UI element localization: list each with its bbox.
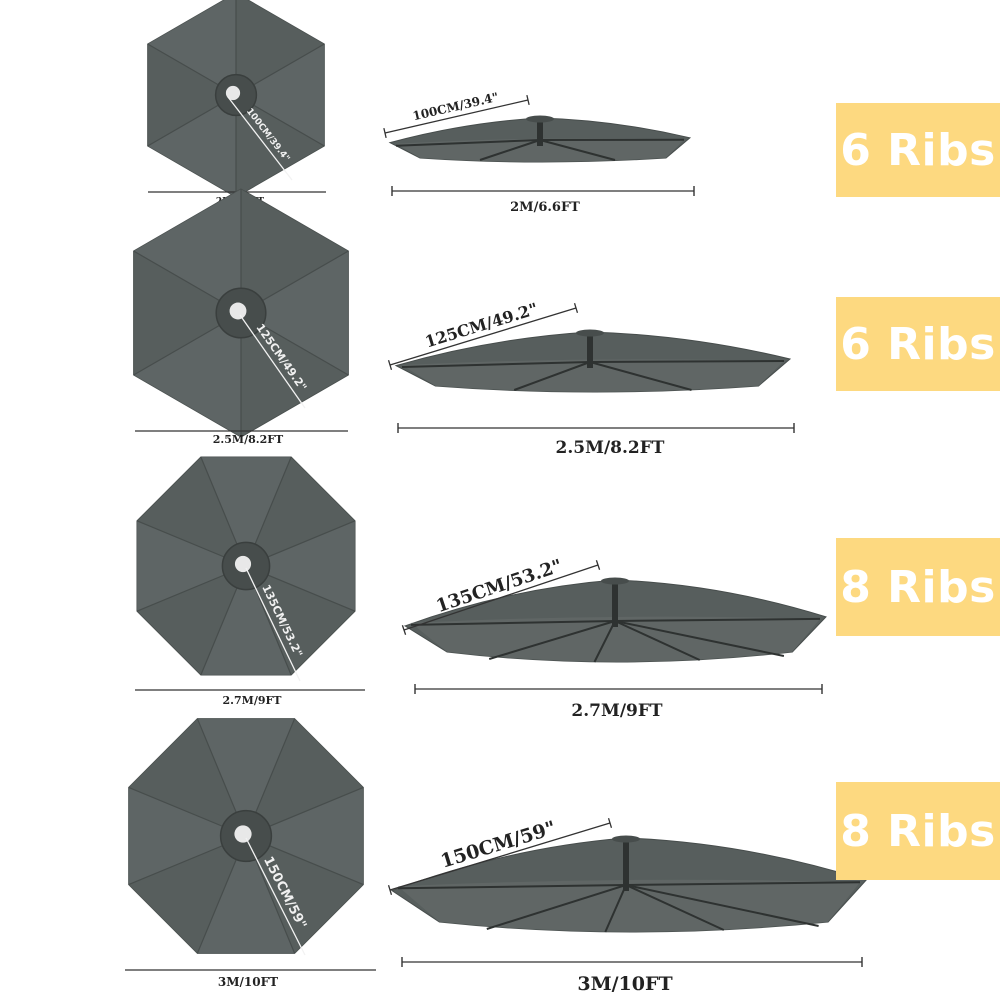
ribs-badge-1: 6 Ribs bbox=[836, 103, 1000, 197]
side-width-dimension bbox=[402, 957, 862, 967]
side-width-dimension bbox=[415, 684, 822, 694]
umbrella-top-icon bbox=[134, 189, 349, 437]
umbrella-top-icon bbox=[137, 457, 355, 675]
top-width-label: 2.5M/8.2FT bbox=[213, 433, 284, 446]
umbrella-top-icon bbox=[148, 0, 325, 197]
umbrella-top-icon bbox=[129, 719, 364, 954]
side-width-label: 3M/10FT bbox=[577, 973, 672, 995]
side-width-label: 2.7M/9FT bbox=[571, 701, 663, 721]
side-radius-label: 100CM/39.4" bbox=[411, 90, 500, 123]
umbrella-side-icon bbox=[390, 116, 690, 163]
ribs-badge-3: 8 Ribs bbox=[836, 538, 1000, 636]
side-width-dimension bbox=[392, 186, 694, 196]
side-width-label: 2.5M/8.2FT bbox=[556, 438, 665, 458]
ribs-badge-4: 8 Ribs bbox=[836, 782, 1000, 880]
top-width-label: 3M/10FT bbox=[218, 975, 278, 989]
top-width-label: 2.7M/9FT bbox=[223, 694, 283, 707]
ribs-badge-2: 6 Ribs bbox=[836, 297, 1000, 391]
side-width-label: 2M/6.6FT bbox=[510, 200, 580, 215]
side-width-dimension bbox=[398, 423, 794, 433]
